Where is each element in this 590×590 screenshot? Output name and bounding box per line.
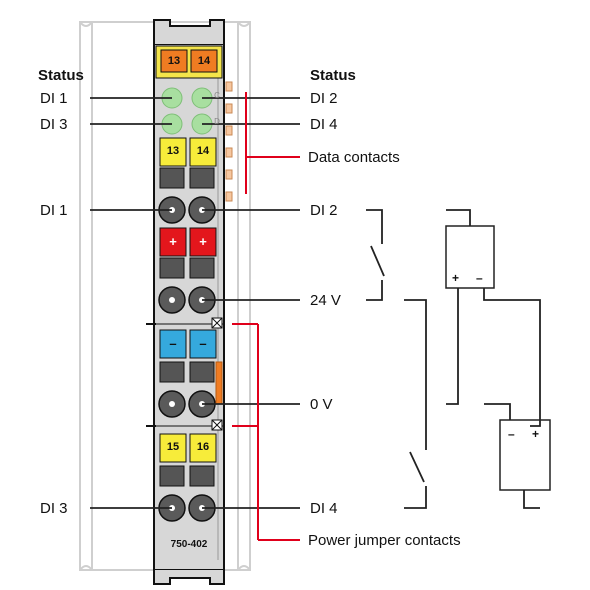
tag-14 xyxy=(189,137,217,167)
tag-15-text: 15 xyxy=(166,441,180,453)
top-tag-14-text: 14 xyxy=(197,55,211,67)
data-contacts-label: Data contacts xyxy=(308,149,400,166)
din-rail xyxy=(79,21,251,571)
tag-13-text: 13 xyxy=(166,145,180,157)
top-tag-13-text: 13 xyxy=(167,55,181,67)
di2-status-label: DI 2 xyxy=(310,90,338,107)
di3-status-label: DI 3 xyxy=(40,116,68,133)
tag-15 xyxy=(159,433,187,463)
di1-connection-label: DI 1 xyxy=(40,202,68,219)
power-jumper-bracket xyxy=(232,323,300,541)
di2-connection-label: DI 2 xyxy=(310,202,338,219)
tag-plus-right xyxy=(189,227,217,257)
24v-label: 24 V xyxy=(310,292,341,309)
leader-lines xyxy=(90,97,300,509)
external-wiring xyxy=(366,209,551,509)
top-supply-plus: + xyxy=(452,271,460,285)
tag-16-text: 16 xyxy=(196,441,210,453)
power-jumper-contacts-label: Power jumper contacts xyxy=(308,532,461,549)
tag-16 xyxy=(189,433,217,463)
tag-minus-left xyxy=(159,329,187,359)
tag-plus-left-text: + xyxy=(169,234,177,249)
di1-status-label: DI 1 xyxy=(40,90,68,107)
top-tag-13 xyxy=(160,49,188,73)
tag-14-text: 14 xyxy=(196,145,210,157)
di4-connection-label: DI 4 xyxy=(310,500,338,517)
0v-label: 0 V xyxy=(310,396,333,413)
tag-minus-left-text: – xyxy=(169,336,177,351)
di3-connection-label: DI 3 xyxy=(40,500,68,517)
led-letter-d: D xyxy=(214,117,220,126)
bottom-supply-minus: – xyxy=(508,427,515,441)
data-contact-pads xyxy=(225,81,233,202)
tag-plus-left xyxy=(159,227,187,257)
di4-status-label: DI 4 xyxy=(310,116,338,133)
status-right-label: Status xyxy=(310,67,356,84)
status-left-label: Status xyxy=(38,67,84,84)
tag-plus-right-text: + xyxy=(199,234,207,249)
top-supply-minus: – xyxy=(476,271,483,285)
tag-13 xyxy=(159,137,187,167)
module-model-label: 750-402 xyxy=(170,539,208,550)
bottom-supply-plus: + xyxy=(532,427,540,441)
data-contacts-bracket xyxy=(245,92,300,194)
top-tag-14 xyxy=(190,49,218,73)
tag-minus-right-text: – xyxy=(199,336,207,351)
tag-minus-right xyxy=(189,329,217,359)
led-letter-c: C xyxy=(214,91,220,100)
